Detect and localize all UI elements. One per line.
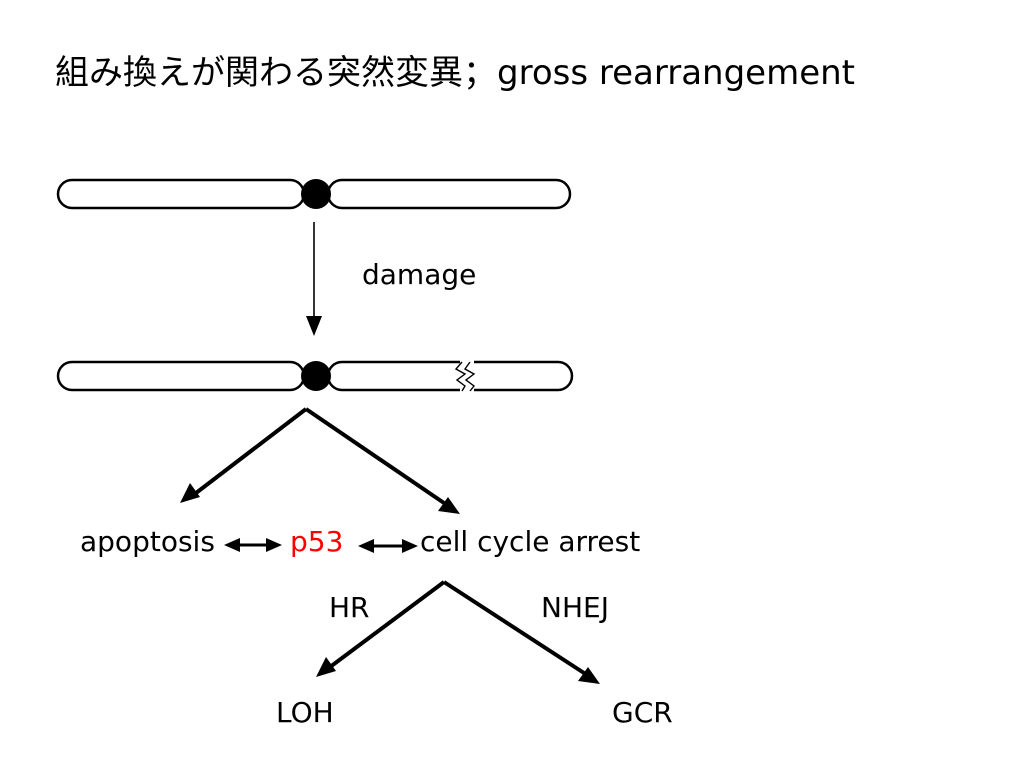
damaged-chromosome-right-arm bbox=[326, 360, 574, 392]
slide-title: 組み換えが関わる突然変異；gross rearrangement bbox=[55, 48, 855, 98]
label-cell-cycle-arrest: cell cycle arrest bbox=[420, 525, 641, 558]
damaged-chromosome-left-arm bbox=[56, 360, 306, 392]
break-zigzag-left bbox=[454, 361, 467, 392]
title-english: gross rearrangement bbox=[497, 53, 855, 93]
damage-arrow bbox=[306, 222, 322, 336]
chromosome-right-arm bbox=[326, 178, 572, 210]
label-p53: p53 bbox=[290, 525, 344, 558]
branch-arrows-top bbox=[180, 407, 460, 514]
label-hr: HR bbox=[329, 591, 370, 624]
damaged-chromosome bbox=[56, 360, 574, 393]
break-zigzag-right bbox=[463, 361, 476, 392]
label-apoptosis: apoptosis bbox=[80, 525, 215, 558]
centromere bbox=[301, 179, 331, 209]
label-gcr: GCR bbox=[612, 696, 673, 729]
label-nhej: NHEJ bbox=[541, 591, 609, 624]
branch-arrows-bottom bbox=[316, 580, 600, 684]
double-arrow-p53-cell-cycle bbox=[358, 539, 418, 553]
damaged-centromere bbox=[301, 361, 331, 391]
label-damage: damage bbox=[362, 258, 477, 291]
label-loh: LOH bbox=[276, 696, 334, 729]
intact-chromosome bbox=[56, 178, 572, 210]
title-japanese: 組み換えが関わる突然変異； bbox=[55, 53, 497, 93]
chromosome-left-arm bbox=[56, 178, 306, 210]
double-arrow-apoptosis-p53 bbox=[224, 538, 282, 552]
